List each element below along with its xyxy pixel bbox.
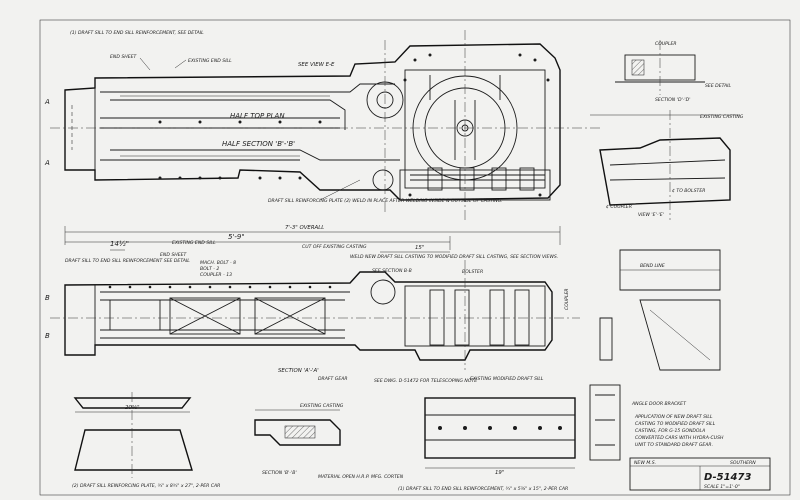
note-existing-casting-2: EXISTING CASTING (300, 403, 344, 409)
note-see-section-bb: SEE SECTION B-B (372, 268, 412, 274)
note-see-dwg: SEE DWG. D-51472 FOR TELESCOPING NOTE (374, 378, 477, 384)
note-coupler-vertical: COUPLER (564, 288, 570, 310)
half-top-plan-view (50, 30, 600, 220)
label-angle-bracket: ANGLE DOOR BRACKET (631, 401, 687, 407)
dim-19: 19" (495, 470, 504, 476)
note-existing-end-sill-2: EXISTING END SILL (172, 240, 216, 246)
note-end-sheet-2: END SHEET (160, 252, 188, 258)
note-see-detail: SEE DETAIL (705, 83, 732, 89)
reinforcement-detail (424, 384, 621, 469)
section-marker-b-bottom: B (45, 332, 50, 340)
note-cut-off-casting: CUT OFF EXISTING CASTING (302, 244, 367, 250)
reinforcing-plate-detail (73, 392, 193, 478)
section-marker-b-top: B (45, 294, 50, 302)
view-ee-detail (590, 110, 740, 220)
note-reinforcement-detail: (1) DRAFT SILL TO END SILL REINFORCEMENT… (70, 30, 204, 36)
application-note-line4: CONVERTED CARS WITH HYDRA-CUSH (635, 435, 724, 441)
scale-note: SCALE 1"=1'-0" (704, 484, 740, 490)
note-to-bolster: ¢ TO BOLSTER (672, 188, 705, 194)
note-coupler-top: COUPLER (655, 41, 677, 47)
application-note-line5: UNIT TO STANDARD DRAFT GEAR. (635, 442, 713, 448)
dim-14: 14½" (110, 240, 129, 248)
caption-reinforcing-plate: (2) DRAFT SILL REINFORCING PLATE, ¾" x 8… (72, 483, 220, 489)
note-draft-sill-reinf: DRAFT SILL TO END SILL REINFORCEMENT SEE… (65, 258, 190, 264)
section-dd-detail (615, 40, 705, 95)
note-bend-line: BEND LINE (640, 263, 665, 269)
note-see-view-ee: SEE VIEW E-E (298, 62, 335, 68)
label-section-bb: SECTION 'B'-'B' (262, 470, 297, 476)
dim-15: 15" (415, 245, 424, 251)
angle-door-bracket-detail (599, 249, 721, 371)
note-bolster: BOLSTER (462, 269, 483, 275)
note-existing-modified: EXISTING MODIFIED DRAFT SILL (470, 376, 544, 382)
note-reinforcing-plate: DRAFT SILL REINFORCING PLATE (2) WELD IN… (268, 198, 503, 204)
label-half-section-bb: HALF SECTION 'B'-'B' (222, 140, 295, 148)
note-existing-end-sill: EXISTING END SILL (188, 58, 232, 64)
section-marker-a-top: A (44, 98, 50, 106)
note-weld-new-casting: WELD NEW DRAFT SILL CASTING TO MODIFIED … (350, 254, 558, 260)
dim-20: 20⅛" (125, 405, 140, 411)
note-coupler-r: ¢ COUPLER (606, 204, 632, 210)
title-block (629, 457, 771, 491)
section-aa-view (50, 260, 580, 370)
application-note-line1: APPLICATION OF NEW DRAFT SILL (634, 414, 713, 420)
title-company: SOUTHERN (730, 460, 756, 466)
label-section-aa: SECTION 'A'-'A' (278, 368, 319, 374)
dim-overall: 7'-3" OVERALL (285, 225, 324, 231)
note-material: MATERIAL OPEN H.R.P. MFG. CORTEN (318, 474, 404, 480)
sheet-border (39, 19, 791, 496)
note-bolt: BOLT - 2 (200, 266, 219, 272)
note-end-sheet: END SHEET (110, 54, 138, 60)
label-half-top-plan: HALF TOP PLAN (230, 112, 285, 120)
label-section-dd: SECTION 'D'-'D' (655, 97, 690, 103)
overall-dimensions (64, 226, 561, 253)
note-coupler-bolts: COUPLER - 13 (200, 272, 232, 278)
section-marker-a-bottom: A (44, 159, 50, 167)
dim-5-9: 5'-9" (228, 233, 245, 241)
label-view-ee: VIEW 'E'-'E' (638, 212, 664, 218)
section-bb-detail (254, 409, 341, 446)
drawing-number: D-51473 (704, 472, 751, 483)
application-note-line3: CASTING, FOR G-15 GONDOLA (635, 428, 705, 434)
note-draft-gear: DRAFT GEAR (318, 376, 348, 382)
caption-reinforcement: (1) DRAFT SILL TO END SILL REINFORCEMENT… (398, 486, 568, 492)
note-existing-casting: EXISTING CASTING (700, 114, 744, 120)
note-mach-bolt: MACH. BOLT - 8 (200, 260, 236, 266)
title-new-ms: NEW M.S. (634, 460, 656, 466)
application-note-line2: CASTING TO MODIFIED DRAFT SILL (635, 421, 716, 427)
